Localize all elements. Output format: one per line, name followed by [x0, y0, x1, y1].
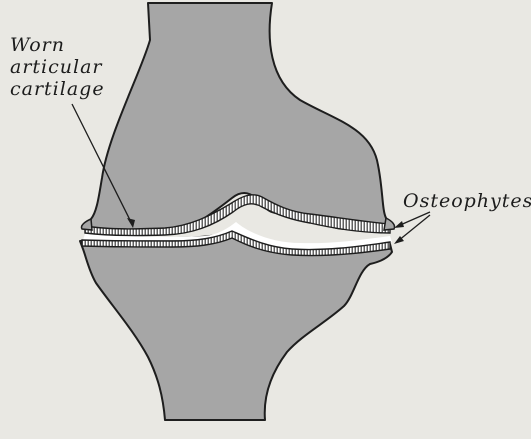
osteophytes-label: Osteophytes [403, 190, 531, 212]
femur-bone [82, 3, 390, 232]
label-line-3: cartilage [10, 78, 105, 100]
label-line-1: Worn [10, 34, 105, 56]
tibia-bone [80, 230, 392, 420]
osteophyte-upper-left [81, 219, 92, 230]
osteophyte-upper-right [384, 218, 395, 230]
worn-articular-cartilage-label: Worn articular cartilage [10, 34, 105, 100]
osteophytes-arrowhead-upper [394, 221, 404, 228]
label-line-2: articular [10, 56, 105, 78]
